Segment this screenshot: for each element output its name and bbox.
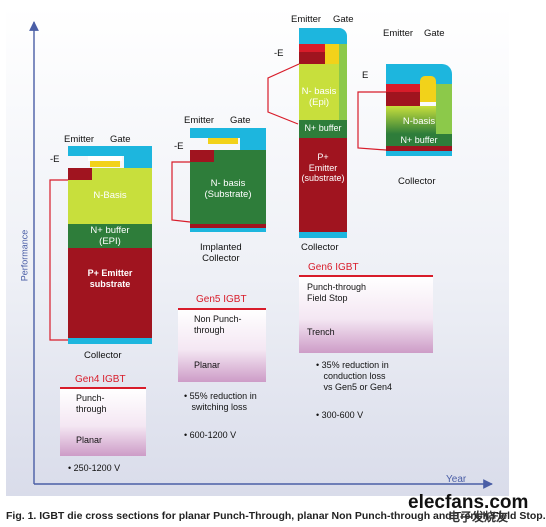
gen4-die: N-Basis N+ buffer (EPI) P+ Emitter subst…	[68, 146, 152, 344]
gen6-n-label: N- basis (Epi)	[301, 86, 337, 108]
gen4-metal-top	[68, 146, 152, 156]
trench-buffer-label: N+ buffer	[400, 135, 438, 145]
gen5-card-title: Gen5 IGBT	[196, 294, 247, 305]
gen4-p-label: P+ Emitter substrate	[87, 268, 133, 289]
gen5-bullet-1: • 55% reduction in switching loss	[184, 391, 257, 412]
gen5-die: N- basis (Substrate)	[190, 128, 266, 232]
gen5-n-label: N- basis (Substrate)	[204, 178, 252, 200]
trench-gate-label: Gate	[424, 28, 445, 39]
field-line-gen4	[49, 179, 68, 341]
gen6-bullet-2: • 300-600 V	[316, 410, 364, 420]
field-line-gen5	[171, 161, 191, 223]
gen4-gate-oxide	[88, 156, 122, 161]
gen6-n-layer	[299, 64, 339, 120]
gen6-buffer-layer	[299, 120, 347, 138]
gen6-die: N- basis (Epi) N+ buffer P+ Emitter (sub…	[299, 28, 347, 238]
gen6-card: Punch-through Field Stop Trench	[299, 275, 433, 353]
gen6-n-plus	[299, 44, 325, 52]
gen6-oxide	[339, 44, 347, 120]
watermark-logo-text: elecfans.com	[408, 492, 529, 513]
gen4-card: Punch- through Planar	[60, 387, 146, 456]
gen6-p-well	[299, 52, 325, 64]
gen6-metal-top	[299, 28, 347, 44]
figure-caption: Fig. 1. IGBT die cross sections for plan…	[6, 510, 546, 522]
gen6-emitter-label: Emitter	[291, 14, 322, 25]
gen6-buffer-label: N+ buffer	[304, 123, 342, 133]
gen5-field-label: -E	[174, 141, 184, 152]
axes	[29, 21, 493, 489]
gen4-metal-right	[124, 156, 152, 168]
gen5-metal-top	[190, 128, 266, 138]
gen5-n-layer	[190, 150, 266, 224]
trench-emitter-label: Emitter	[383, 28, 414, 39]
gen4-emitter-label: Emitter	[64, 134, 95, 145]
trench-metal-bottom	[386, 151, 452, 156]
gen6-card-line2: Trench	[307, 327, 335, 337]
trench-n-layer	[386, 106, 442, 134]
gen4-gate-label: Gate	[110, 134, 131, 145]
trench-field-label: E	[362, 70, 369, 81]
igbt-figure: Performance Year Emitter Gate -E N-Basis…	[6, 6, 546, 524]
field-line-gen6	[267, 63, 300, 125]
gen5-p-well	[190, 150, 214, 162]
trench-metal-top	[386, 64, 452, 84]
gen6-gate-label: Gate	[333, 14, 354, 25]
gen6-metal-bottom	[299, 232, 347, 238]
trench-oxide	[436, 84, 452, 134]
trench-die: N-basis N+ buffer	[386, 64, 452, 156]
gen4-card-line1: Punch- through	[76, 393, 107, 414]
gen6-card-title: Gen6 IGBT	[308, 262, 359, 273]
gen4-bullet-1: • 250-1200 V	[68, 463, 121, 473]
gen5-gate-label: Gate	[230, 115, 251, 126]
gen4-p-emitter	[68, 248, 152, 338]
gen5-metal-right	[240, 138, 266, 150]
gen4-card-title: Gen4 IGBT	[75, 374, 126, 385]
gen4-card-line2: Planar	[76, 435, 103, 445]
gen4-p-well	[68, 168, 92, 180]
gen5-card-line2: Planar	[194, 360, 221, 370]
gen4-metal-bottom	[68, 338, 152, 344]
trench-collector-label: Collector	[398, 176, 436, 187]
y-axis-label: Performance	[19, 229, 30, 282]
gen4-buffer-layer	[68, 224, 152, 248]
gen6-collector-label: Collector	[301, 242, 339, 253]
gen5-metal-bottom	[190, 228, 266, 232]
gen5-gate	[208, 138, 238, 144]
gen5-card-line1: Non Punch- through	[194, 314, 242, 335]
gen5-bullet-2: • 600-1200 V	[184, 430, 237, 440]
gen6-p-label: P+ Emitter (substrate)	[301, 152, 345, 183]
x-axis-label: Year	[446, 474, 467, 485]
gen6-p-emitter	[299, 138, 347, 232]
gen4-n-label: N-Basis	[93, 190, 127, 201]
gen4-gate	[90, 161, 120, 167]
gen4-buffer-label: N+ buffer (EPI)	[90, 225, 130, 247]
gen5-emitter-label: Emitter	[184, 115, 215, 126]
trench-gate	[420, 76, 436, 102]
trench-buffer-layer	[386, 134, 452, 146]
trench-n-label: N-basis	[402, 116, 436, 127]
gen6-field-label: -E	[274, 48, 284, 59]
trench-n-plus	[386, 84, 420, 92]
gen5-card: Non Punch- through Planar	[178, 308, 266, 382]
field-line-trench	[357, 91, 387, 151]
trench-collector-layer	[386, 146, 452, 151]
gen5-collector-layer	[190, 224, 266, 228]
trench-p-well	[386, 92, 420, 106]
gen4-collector-label: Collector	[84, 350, 122, 361]
watermark-cn: 电子发烧友	[448, 510, 509, 524]
gen4-field-label: -E	[50, 154, 60, 165]
gen5-collector-label: Implanted Collector	[200, 242, 242, 264]
gen6-card-line1: Punch-through Field Stop	[307, 282, 367, 303]
gen6-bullet-1: • 35% reduction in conduction loss vs Ge…	[316, 360, 393, 392]
